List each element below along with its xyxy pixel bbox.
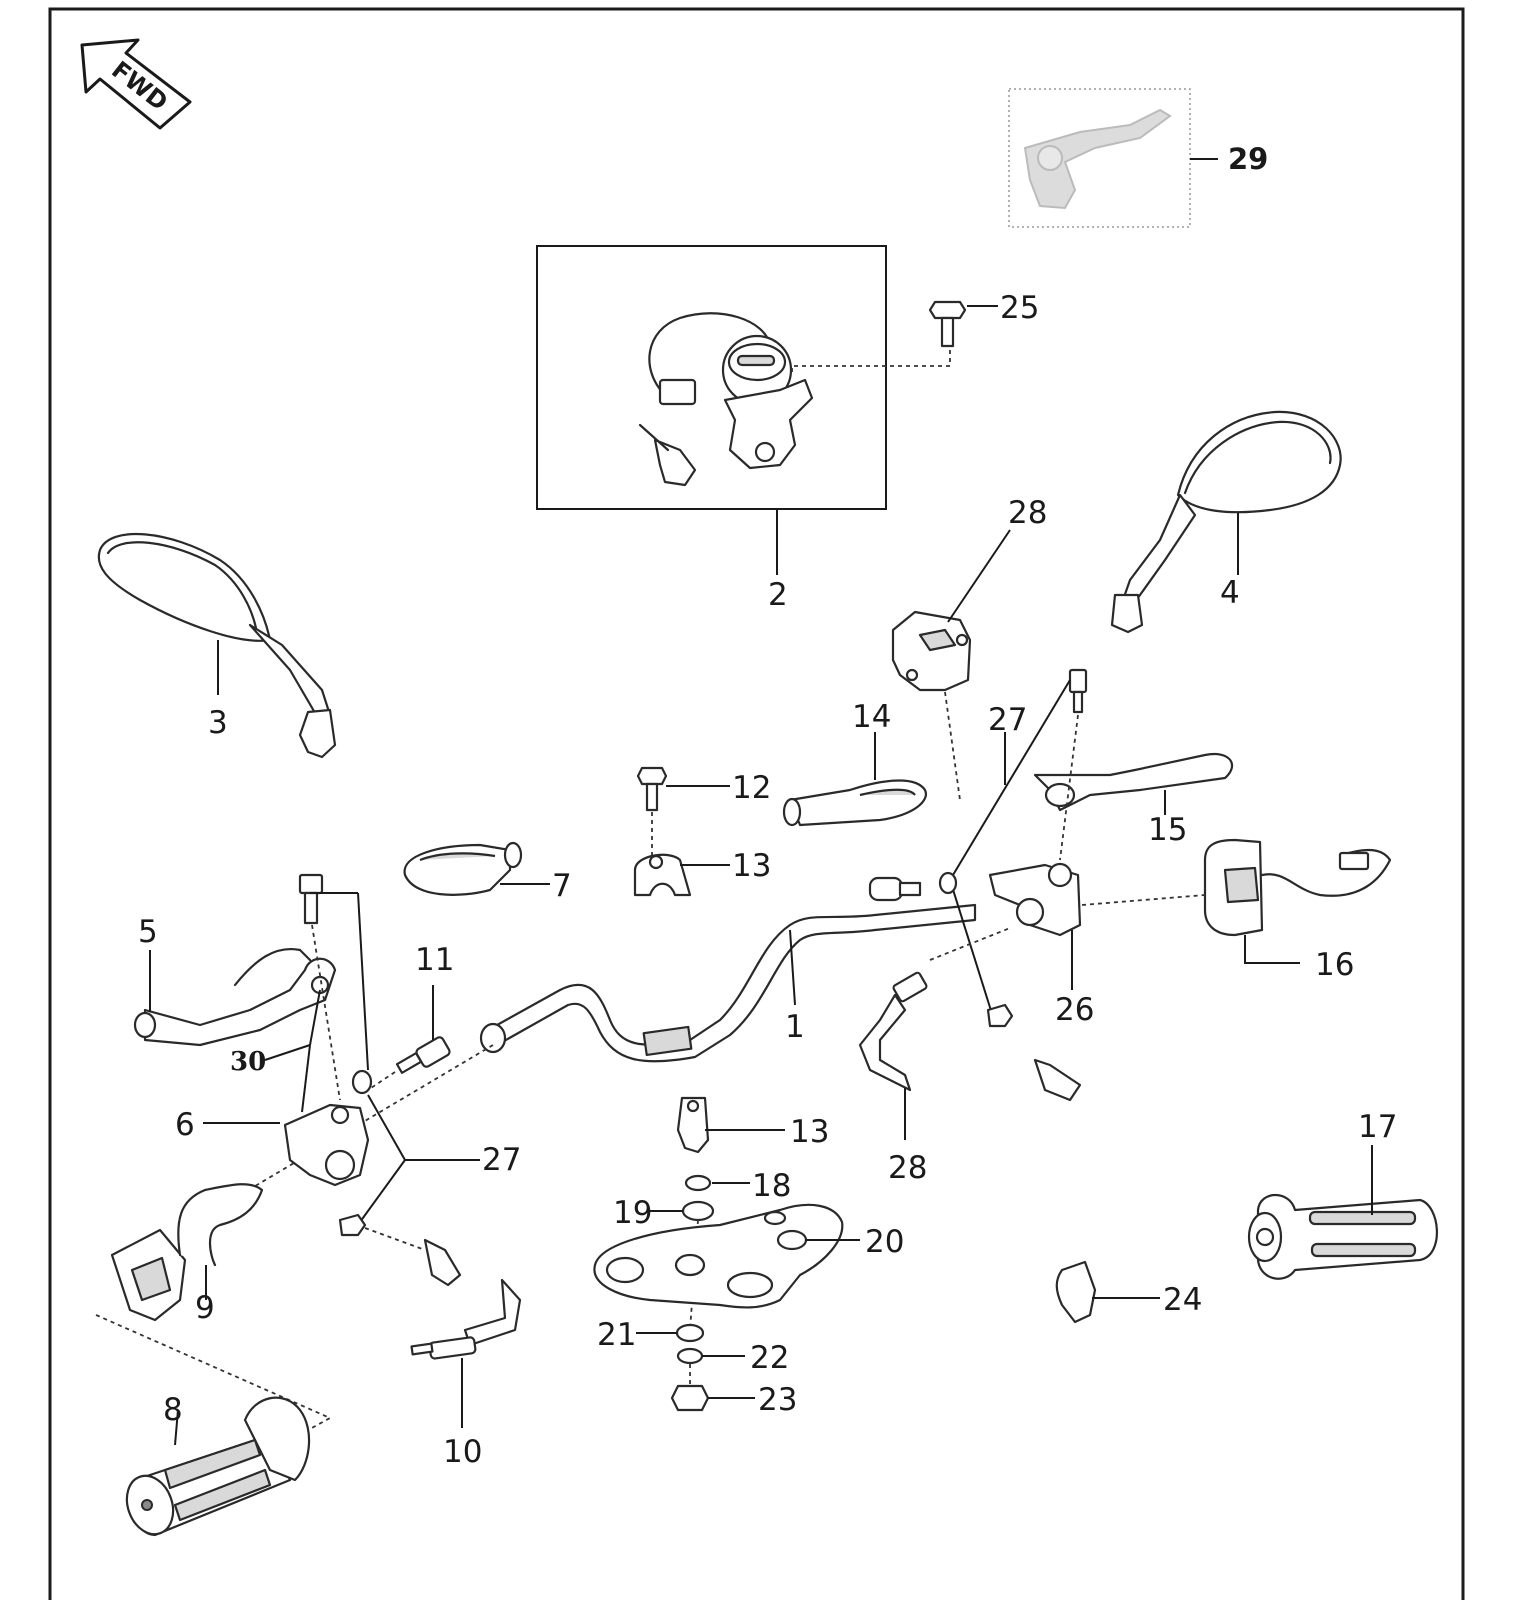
callout-12: 12: [732, 770, 771, 806]
callout-14: 14: [852, 699, 891, 735]
callout-2: 2: [768, 577, 788, 613]
mirror-3: [97, 532, 337, 759]
callout-21: 21: [597, 1317, 636, 1353]
callout-26: 26: [1055, 992, 1094, 1028]
callout-9: 9: [195, 1290, 215, 1326]
part-7-grip: [403, 841, 550, 896]
callout-23: 23: [758, 1382, 797, 1418]
part-5-lever: [133, 947, 337, 1047]
part-14-throttle-grip: [782, 732, 928, 827]
part-8-grip: [125, 1396, 311, 1537]
part-17-grip: [1247, 1145, 1438, 1280]
part-10-sensor: [410, 1278, 522, 1428]
part-27-left: [338, 1069, 480, 1287]
part-28-sensor: [858, 971, 928, 1140]
callout-25: 25: [1000, 290, 1039, 326]
callout-18: 18: [752, 1168, 791, 1204]
callout-19: 19: [613, 1195, 652, 1231]
mirror-4: [1110, 410, 1342, 634]
part-26-bracket: [868, 862, 1082, 990]
part-30-leader: [264, 989, 321, 1113]
part-21-22-23-hardware: [636, 1323, 755, 1412]
part-24-clip: [1055, 1260, 1160, 1324]
callout-29: 29: [1228, 142, 1268, 176]
callout-22: 22: [750, 1340, 789, 1376]
part-13-clamp-upper: [633, 853, 730, 897]
part-6-bracket: [203, 1103, 370, 1187]
part-20-plate: [593, 1203, 860, 1309]
callout-7: 7: [552, 868, 572, 904]
part-9-switch: [110, 1183, 264, 1322]
part-6-bolt: [298, 873, 369, 1101]
part-11-adjuster: [367, 985, 451, 1091]
part-25-bolt: [928, 300, 998, 348]
callout-17: 17: [1358, 1109, 1397, 1145]
callout-4: 4: [1220, 575, 1240, 611]
callout-30: 30: [230, 1047, 266, 1077]
diagram-frame: [48, 7, 1465, 1600]
callout-1: 1: [785, 1009, 805, 1045]
callout-28-upper: 28: [1008, 495, 1047, 531]
callout-24: 24: [1163, 1282, 1202, 1318]
callout-8: 8: [163, 1392, 183, 1428]
callout-27-right: 27: [988, 702, 1027, 738]
part-27-right: [949, 668, 1088, 1018]
callout-16: 16: [1315, 947, 1354, 983]
callout-20: 20: [865, 1224, 904, 1260]
part-27-bolt-right: [986, 1003, 1082, 1102]
part-12-screw: [636, 766, 730, 855]
part-28-switch: [891, 529, 1011, 801]
callout-3: 3: [208, 705, 228, 741]
callout-10: 10: [443, 1434, 482, 1470]
fwd-arrow-icon: FWD: [80, 38, 192, 130]
callout-28-lower: 28: [888, 1150, 927, 1186]
callout-13-upper: 13: [732, 848, 771, 884]
callout-5: 5: [138, 914, 158, 950]
callout-13-lower: 13: [790, 1114, 829, 1150]
part-15-lever: [1033, 752, 1233, 815]
callout-15: 15: [1148, 812, 1187, 848]
part-16-switch: [1203, 838, 1392, 964]
part-1-handlebar: [479, 903, 977, 1063]
part-13-clamp-lower: [676, 1096, 785, 1154]
ignition-switch-box: [536, 245, 951, 575]
callout-27-left: 27: [482, 1142, 521, 1178]
callout-6: 6: [175, 1107, 195, 1143]
callout-11: 11: [415, 942, 454, 978]
part-29-inset: [1008, 88, 1218, 228]
